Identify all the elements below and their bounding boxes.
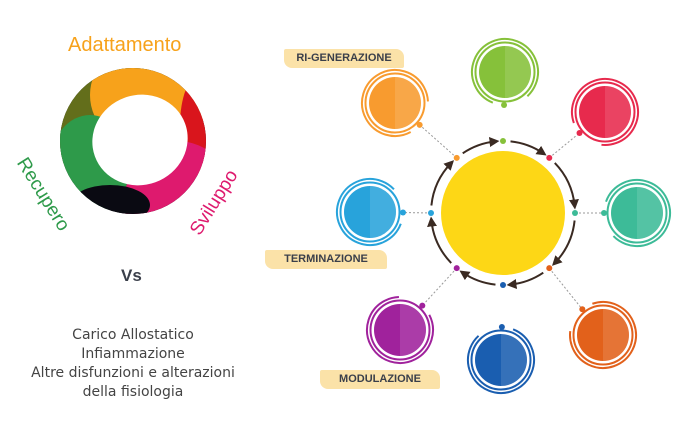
node-dot-dark-orange	[579, 306, 586, 313]
connector-line	[548, 132, 580, 159]
node-inner-ring-teal	[606, 182, 668, 244]
tag-regeneration: RI-GENERAZIONE	[284, 49, 404, 68]
node-highlight-red	[605, 86, 631, 138]
ring-dot-dark-orange	[546, 265, 553, 272]
ring-dot-teal	[572, 210, 578, 216]
ring-dot-green	[500, 138, 506, 144]
node-dot-orange	[416, 121, 423, 128]
ring-dot-orange	[453, 154, 460, 161]
node-inner-ring-red	[574, 81, 636, 143]
label-adattamento: Adattamento	[68, 34, 182, 56]
cycle-arrow	[430, 160, 454, 206]
node-circle-orange	[369, 77, 421, 129]
node-circle-teal	[611, 187, 663, 239]
text-line: Carico Allostatico	[72, 327, 194, 343]
cycle-diagram	[336, 38, 671, 394]
cycle-arrow	[554, 162, 579, 210]
ring-dot-red	[546, 154, 553, 161]
text-line: Altre disfunzioni e alterazioni	[31, 365, 235, 381]
text-line: della fisiologia	[82, 384, 184, 400]
cycle-arrow	[506, 271, 544, 289]
node-dot-cyan	[399, 209, 406, 216]
node-highlight-cyan	[370, 186, 396, 238]
cycle-arrow	[462, 137, 500, 155]
ring-dot-cyan	[428, 210, 434, 216]
connector-line	[548, 267, 583, 310]
node-dot-purple	[419, 302, 426, 309]
node-dot-green	[501, 101, 508, 108]
node-circle-red	[579, 86, 631, 138]
connector-line	[419, 124, 458, 159]
node-outer-ring-red	[571, 78, 639, 146]
ring-dot-purple	[453, 265, 460, 272]
tag-modulation: MODULAZIONE	[320, 370, 440, 389]
node-highlight-green	[505, 46, 531, 98]
node-circle-green	[479, 46, 531, 98]
node-highlight-teal	[637, 187, 663, 239]
node-highlight-blue	[501, 334, 527, 386]
cycle-arrow	[552, 220, 576, 266]
versus-label: Vs	[121, 266, 142, 285]
node-dot-teal	[601, 210, 607, 216]
node-outer-ring-purple	[366, 296, 434, 364]
node-outer-ring-orange	[361, 69, 429, 137]
text-line: Infiammazione	[81, 346, 185, 362]
node-inner-ring-blue	[470, 329, 532, 391]
node-outer-ring-dark-orange	[569, 301, 637, 369]
cycle-arrow	[459, 270, 496, 286]
node-outer-ring-teal	[603, 179, 671, 247]
node-highlight-dark-orange	[603, 309, 629, 361]
ring-dot-blue	[500, 282, 506, 288]
node-dot-blue	[498, 324, 505, 331]
cycle-arrow	[427, 216, 452, 264]
node-inner-ring-purple	[369, 299, 431, 361]
node-outer-ring-green	[471, 38, 539, 106]
node-inner-ring-dark-orange	[572, 304, 634, 366]
node-circle-purple	[374, 304, 426, 356]
node-inner-ring-orange	[364, 72, 426, 134]
node-outer-ring-cyan	[336, 178, 404, 246]
cycle-arrow	[510, 140, 547, 156]
tag-termination: TERMINAZIONE	[265, 250, 387, 269]
node-highlight-purple	[400, 304, 426, 356]
node-dot-red	[576, 129, 583, 136]
node-inner-ring-green	[474, 41, 536, 103]
node-circle-dark-orange	[577, 309, 629, 361]
bottom-text: Carico Allostatico Infiammazione Altre d…	[0, 326, 266, 402]
node-outer-ring-blue	[467, 326, 535, 394]
center-circle	[441, 151, 565, 275]
node-circle-cyan	[344, 186, 396, 238]
cycle-wheel	[60, 68, 206, 214]
node-circle-blue	[475, 334, 527, 386]
connector-line	[421, 267, 458, 307]
node-inner-ring-cyan	[339, 181, 401, 243]
node-highlight-orange	[395, 77, 421, 129]
